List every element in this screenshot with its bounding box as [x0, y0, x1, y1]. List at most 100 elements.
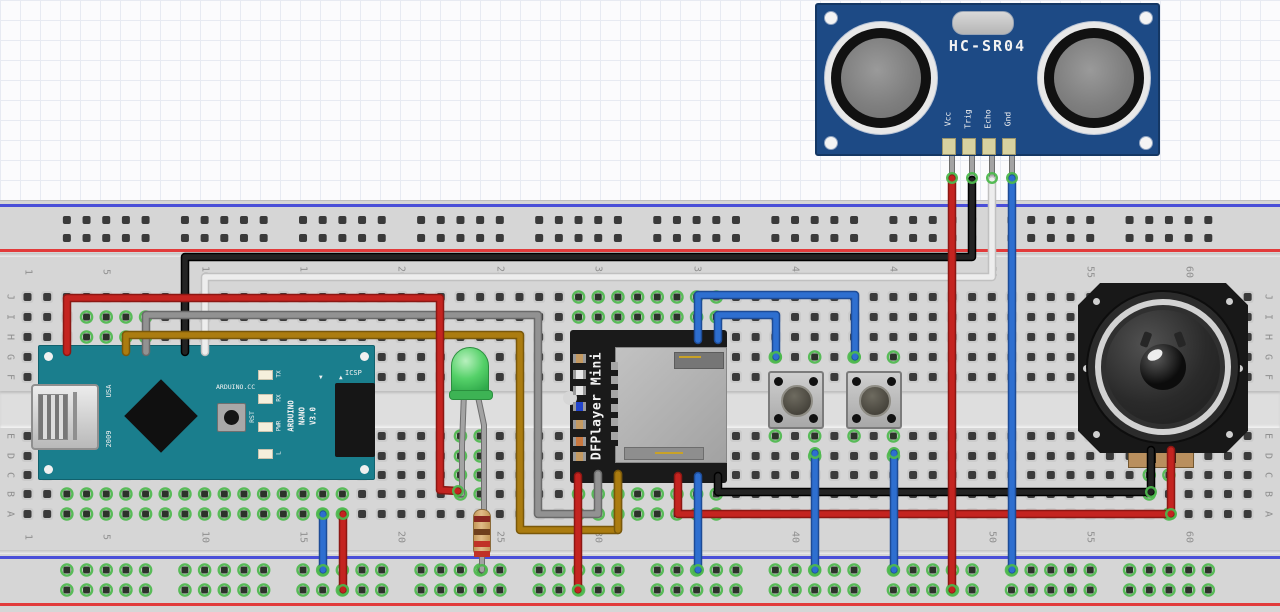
smd-component: [573, 354, 586, 363]
button-pin-icon: [887, 414, 896, 423]
speaker[interactable]: [1078, 283, 1248, 453]
wire-connector-ring: [1006, 171, 1019, 184]
mounting-hole-icon: [44, 465, 53, 474]
wire-red-dfplayer-speaker[interactable]: [675, 447, 1174, 517]
mounting-hole-icon: [44, 352, 53, 361]
resistor-band: [474, 551, 490, 557]
wire-gray-d8-dfplayer[interactable]: [143, 312, 601, 517]
pushbutton-1[interactable]: [768, 371, 824, 429]
board-seam: [0, 550, 1280, 554]
wire-connector-ring: [809, 447, 822, 460]
resistor[interactable]: [473, 509, 491, 557]
status-led-tx: [258, 370, 273, 380]
wire-connector-ring: [692, 564, 705, 577]
screw-hole-icon: [1226, 298, 1233, 305]
wire-connector-ring: [572, 584, 585, 597]
screw-hole-icon: [1093, 431, 1100, 438]
button-pin-icon: [774, 414, 783, 423]
button-pin-icon: [852, 414, 861, 423]
smd-component: [573, 386, 586, 395]
wire-connector-ring: [1164, 508, 1177, 521]
rx-marker-icon: ▼: [319, 374, 323, 381]
sd-slot-spring: [674, 352, 724, 369]
bottom-rail-positive-line: [0, 603, 1280, 606]
wire-connector-ring: [849, 351, 862, 364]
reset-button-cap: [224, 410, 239, 425]
top-rail-negative-line: [0, 204, 1280, 207]
wire-connector-ring: [337, 584, 350, 597]
green-led-flange: [449, 390, 493, 400]
pushbutton-2[interactable]: [846, 371, 902, 429]
button-pin-icon: [774, 377, 783, 386]
wire-black-dfplayer-speaker[interactable]: [715, 447, 1154, 495]
smd-component: [573, 437, 586, 446]
wire-connector-ring: [1006, 564, 1019, 577]
tx-marker-icon: ▲: [339, 374, 343, 381]
status-led-rx: [258, 394, 273, 404]
mounting-hole-icon: [1139, 136, 1153, 150]
button-cap[interactable]: [859, 385, 891, 417]
usb-shell-line: [73, 392, 77, 440]
wire-connector-ring: [770, 351, 783, 364]
wire-connector-ring: [809, 564, 822, 577]
wire-white-echo-d5[interactable]: [202, 177, 995, 355]
status-led-pwr: [258, 422, 273, 432]
wire-blue-dfplayer-button2[interactable]: [695, 292, 858, 360]
button-pin-icon: [809, 414, 818, 423]
wire-connector-ring: [946, 584, 959, 597]
wire-connector-ring: [1144, 486, 1157, 499]
button-pin-icon: [887, 377, 896, 386]
ultrasonic-transducer-left-mesh: [841, 38, 921, 118]
usb-contacts: [38, 394, 68, 440]
mounting-hole-icon: [1139, 11, 1153, 25]
sensor-pin-gnd: [1002, 138, 1016, 155]
brand-label: ARDUINO.CC: [216, 383, 256, 391]
wire-red-d12-led[interactable]: [64, 295, 461, 494]
button-pin-icon: [809, 377, 818, 386]
ultrasonic-transducer-right-mesh: [1054, 38, 1134, 118]
bottom-rail-negative-line: [0, 556, 1280, 559]
icsp-header[interactable]: [335, 383, 375, 457]
dfplayer-mini[interactable]: DFPlayer Mini: [563, 330, 727, 483]
wire-connector-ring: [986, 171, 999, 184]
speaker-dust-cap: [1140, 344, 1186, 390]
wire-blue-dfplayer-button1[interactable]: [715, 312, 779, 360]
resistor-band: [474, 516, 490, 522]
wire-black-trig-d6[interactable]: [182, 177, 975, 355]
sd-slot-teeth: [611, 362, 618, 446]
button-pin-icon: [852, 377, 861, 386]
sd-slot-detect: [624, 447, 704, 460]
smd-component: [573, 420, 586, 429]
sensor-pin-trig: [962, 138, 976, 155]
wire-connector-ring: [888, 564, 901, 577]
sensor-label: HC-SR04: [948, 37, 1027, 55]
mounting-hole-icon: [360, 352, 369, 361]
wire-connector-ring: [317, 508, 330, 521]
crystal-oscillator: [952, 11, 1014, 35]
wire-connector-ring: [452, 485, 465, 498]
status-led-l: [258, 449, 273, 459]
reset-button[interactable]: [217, 403, 246, 432]
mounting-hole-icon: [824, 11, 838, 25]
button-cap[interactable]: [781, 385, 813, 417]
wire-connector-ring: [476, 564, 489, 577]
mini-usb-connector: [31, 384, 99, 450]
resistor-band: [474, 541, 490, 547]
sensor-pin-echo: [982, 138, 996, 155]
sd-card-slot: [611, 347, 727, 463]
sensor-pin-vcc: [942, 138, 956, 155]
screw-hole-icon: [1226, 431, 1233, 438]
mounting-hole-icon: [360, 465, 369, 474]
wire-connector-ring: [317, 564, 330, 577]
mounting-hole-icon: [824, 136, 838, 150]
screw-hole-icon: [1093, 298, 1100, 305]
smd-component: [573, 370, 586, 379]
smd-component: [573, 452, 586, 461]
wire-connector-ring: [966, 171, 979, 184]
top-rail-positive-line: [0, 249, 1280, 252]
wire-connector-ring: [946, 171, 959, 184]
wire-olive-d9-dfplayer[interactable]: [123, 332, 621, 533]
